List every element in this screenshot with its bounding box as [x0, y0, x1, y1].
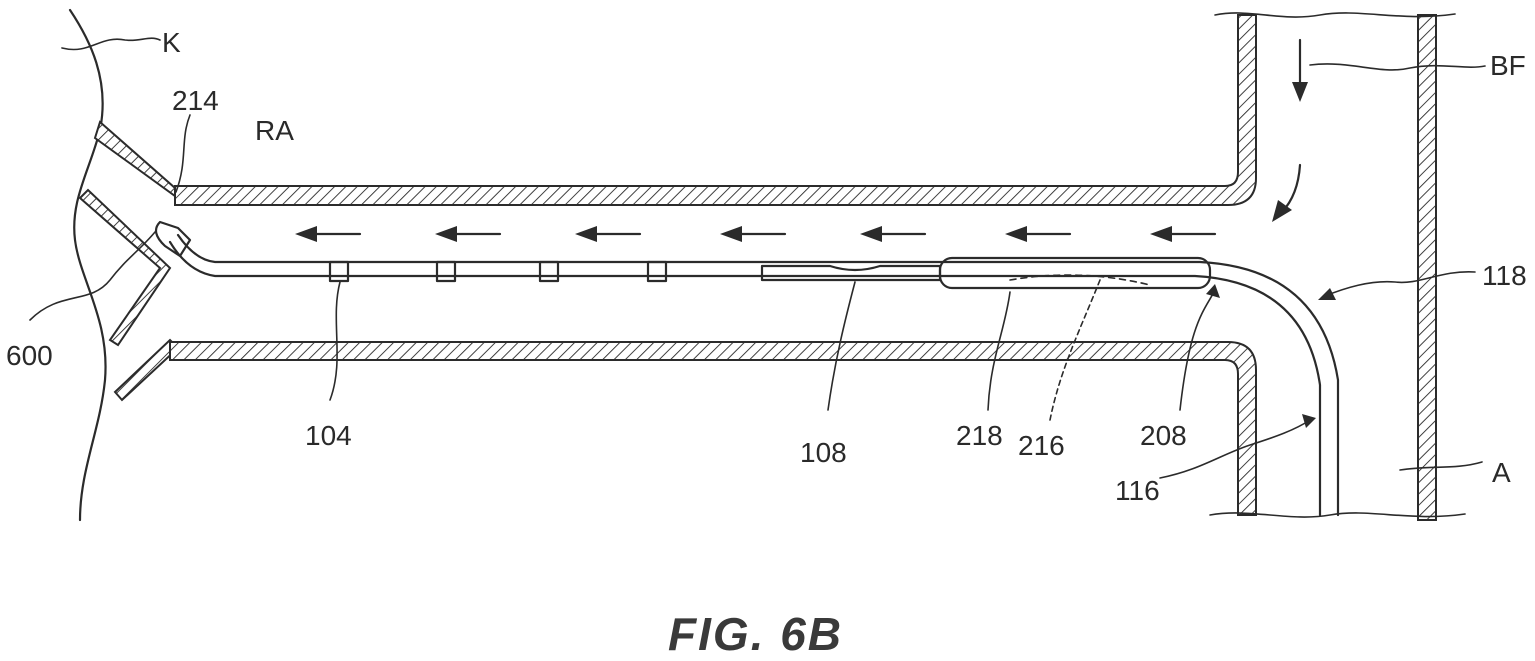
- electrode-3: [540, 262, 558, 281]
- electrode-1: [330, 262, 348, 281]
- housing-108: [762, 266, 940, 280]
- label-116: 116: [1115, 475, 1160, 506]
- label-214: 214: [172, 85, 219, 116]
- kidney-outline: [70, 10, 106, 520]
- label-208: 208: [1140, 420, 1187, 451]
- kidney-branch-upper: [95, 122, 175, 196]
- label-BF: BF: [1490, 50, 1526, 81]
- label-RA: RA: [255, 115, 294, 146]
- label-218: 218: [956, 420, 1003, 451]
- label-A: A: [1492, 457, 1511, 488]
- label-118: 118: [1482, 260, 1527, 291]
- figure-caption: FIG. 6B: [668, 608, 843, 660]
- label-104: 104: [305, 420, 352, 451]
- electrode-2: [437, 262, 455, 281]
- aorta-right-wall: [1418, 15, 1436, 520]
- catheter-tip: [156, 222, 190, 256]
- label-108: 108: [800, 437, 847, 468]
- leader-lines: [30, 38, 1485, 478]
- renal-artery-top-wall: [175, 15, 1256, 205]
- label-K: K: [162, 27, 181, 58]
- kidney-branch-bottom: [115, 340, 178, 400]
- label-600: 600: [6, 340, 53, 371]
- label-216: 216: [1018, 430, 1065, 461]
- aorta-flow-arrows: [1272, 40, 1308, 222]
- kidney-branch-lower: [80, 190, 170, 345]
- flow-arrows: [295, 226, 1215, 242]
- electrode-4: [648, 262, 666, 281]
